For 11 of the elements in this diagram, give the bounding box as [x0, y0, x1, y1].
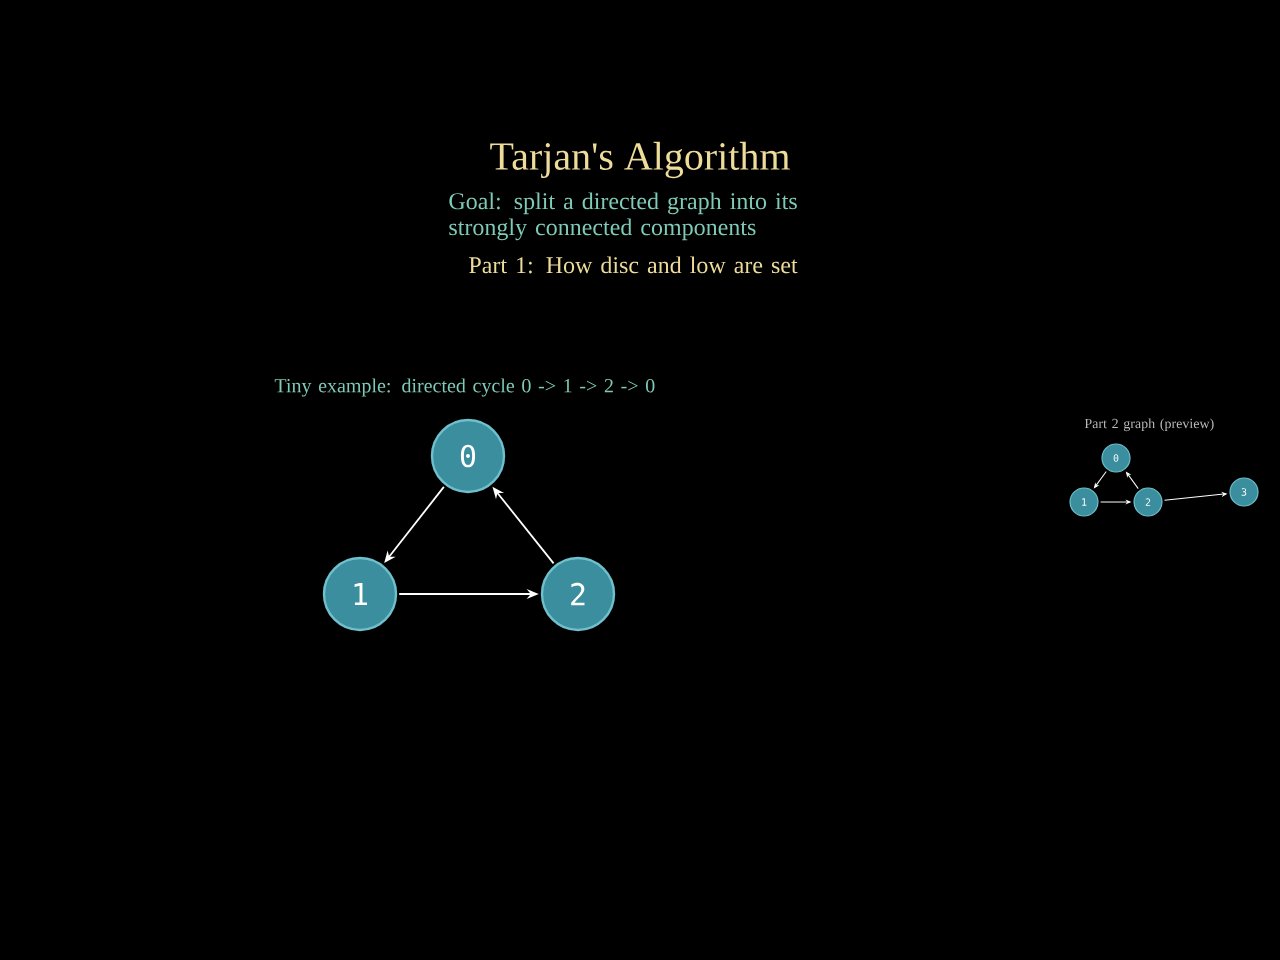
arrow [1094, 470, 1107, 489]
section-heading: Part 1: How disc and low are set [469, 256, 798, 274]
arrow [1100, 500, 1131, 504]
title: Tarjan's Algorithm [490, 141, 790, 179]
arrow [1164, 492, 1227, 501]
arrow [1126, 472, 1139, 490]
graph-node: 2 [540, 556, 616, 632]
example-caption: Tiny example: directed cycle 0 -> 1 -> 2 -> 0 [274, 378, 655, 397]
graph-node: 0 [430, 418, 506, 494]
subtitle: Goal: split a directed graph into its strongly connected components [449, 192, 797, 241]
graph-node: 1 [322, 556, 398, 632]
